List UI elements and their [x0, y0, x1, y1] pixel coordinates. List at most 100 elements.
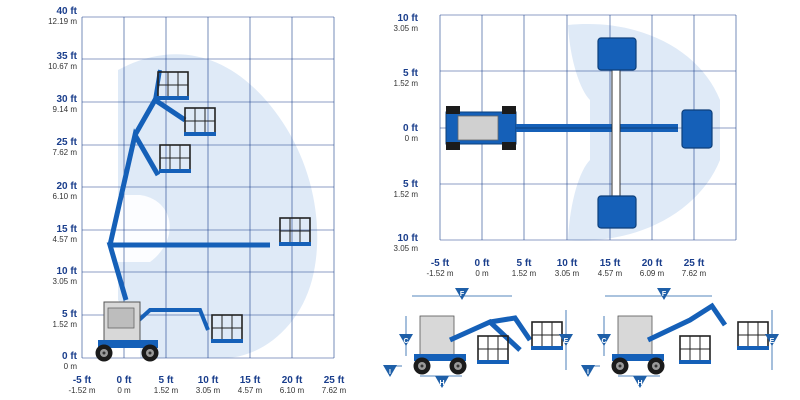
top-x-label-20-ft: 20 ft: [642, 258, 663, 269]
top-boom-vertical: [611, 61, 621, 198]
side-view: 40 ft 12.19 m 35 ft 10.67 m 30 ft 9.14 m…: [48, 6, 346, 395]
side-x-label-20-ft: 20 ft: [282, 375, 303, 386]
side-y-label-40-m: 12.19 m: [48, 17, 77, 26]
side-y-label-30-m: 9.14 m: [53, 105, 78, 114]
side-x-label-neg5-m: -1.52 m: [68, 386, 95, 395]
marker-e-left: E: [564, 338, 569, 345]
marker-h-left-badge: [435, 376, 449, 388]
side-x-label-5-m: 1.52 m: [154, 386, 179, 395]
dimension-diagram-right: F C E I H: [581, 288, 779, 388]
top-x-label-20-m: 6.09 m: [640, 269, 665, 278]
top-x-label-10-m: 3.05 m: [555, 269, 580, 278]
side-x-label-10-m: 3.05 m: [196, 386, 221, 395]
side-y-label-5-ft: 5 ft: [62, 309, 78, 320]
top-y-label-5-m-b: 1.52 m: [394, 190, 419, 199]
side-x-label-neg5-ft: -5 ft: [73, 375, 92, 386]
side-x-label-0-m: 0 m: [117, 386, 131, 395]
marker-f-left: F: [460, 291, 465, 298]
side-y-label-15-m: 4.57 m: [53, 235, 78, 244]
top-y-label-10-ft-a: 10 ft: [397, 13, 418, 24]
top-y-label-5-ft-b: 5 ft: [403, 179, 419, 190]
left-diagram-platform-lowered: [476, 335, 510, 365]
top-x-label-10-ft: 10 ft: [557, 258, 578, 269]
marker-i-left-badge: [383, 365, 397, 377]
side-y-label-20-ft: 20 ft: [56, 181, 77, 192]
top-y-label-10-ft-b: 10 ft: [397, 233, 418, 244]
top-x-label-25-m: 7.62 m: [682, 269, 707, 278]
marker-i-right: I: [587, 369, 589, 376]
marker-h-left: H: [439, 380, 444, 387]
side-y-label-35-ft: 35 ft: [56, 51, 77, 62]
marker-c-right: C: [601, 338, 606, 345]
marker-h-right-badge: [633, 376, 647, 388]
top-x-label-25-ft: 25 ft: [684, 258, 705, 269]
top-y-label-10-m-b: 3.05 m: [394, 244, 419, 253]
side-x-label-10-ft: 10 ft: [198, 375, 219, 386]
marker-i-left: I: [389, 369, 391, 376]
top-y-label-5-ft-a: 5 ft: [403, 68, 419, 79]
side-y-label-0-m: 0 m: [64, 362, 78, 371]
top-x-label-0-m: 0 m: [475, 269, 489, 278]
right-diagram-platform: [736, 321, 770, 351]
top-x-label-neg5-ft: -5 ft: [431, 258, 450, 269]
top-platform-top: [597, 37, 637, 71]
marker-e-right: E: [770, 338, 775, 345]
side-y-label-30-ft: 30 ft: [56, 94, 77, 105]
marker-f-right: F: [662, 291, 667, 298]
marker-f-right-badge: [657, 288, 671, 300]
side-y-label-10-ft: 10 ft: [56, 266, 77, 277]
top-x-label-5-m: 1.52 m: [512, 269, 537, 278]
side-y-label-20-m: 6.10 m: [53, 192, 78, 201]
left-diagram-rear-tire: [413, 357, 431, 375]
top-lift-machine: [445, 37, 713, 229]
top-y-label-5-m-a: 1.52 m: [394, 79, 419, 88]
top-platform-right: [681, 109, 713, 149]
right-diagram-rear-tire: [611, 357, 629, 375]
top-x-label-15-m: 4.57 m: [598, 269, 623, 278]
marker-e-right-badge: [765, 334, 779, 346]
side-y-label-35-m: 10.67 m: [48, 62, 77, 71]
top-x-label-15-ft: 15 ft: [600, 258, 621, 269]
marker-c-left: C: [403, 338, 408, 345]
side-x-label-15-m: 4.57 m: [238, 386, 263, 395]
top-y-label-10-m-a: 3.05 m: [394, 24, 419, 33]
side-front-tire: [141, 344, 159, 362]
marker-c-right-badge: [597, 334, 611, 346]
right-diagram-platform-lowered: [678, 335, 712, 365]
side-x-label-20-m: 6.10 m: [280, 386, 305, 395]
marker-c-left-badge: [399, 334, 413, 346]
side-x-label-15-ft: 15 ft: [240, 375, 261, 386]
left-diagram-platform: [530, 321, 564, 351]
top-x-label-neg5-m: -1.52 m: [426, 269, 453, 278]
top-working-envelope: [568, 24, 720, 241]
side-y-label-25-ft: 25 ft: [56, 137, 77, 148]
marker-h-right: H: [637, 380, 642, 387]
marker-f-left-badge: [455, 288, 469, 300]
marker-i-right-badge: [581, 365, 595, 377]
top-platform-bottom: [597, 195, 637, 229]
top-x-label-5-ft: 5 ft: [517, 258, 533, 269]
side-rear-tire: [95, 344, 113, 362]
marker-e-left-badge: [559, 334, 573, 346]
right-diagram-front-tire: [647, 357, 665, 375]
left-diagram-front-tire: [449, 357, 467, 375]
side-x-label-25-m: 7.62 m: [322, 386, 347, 395]
top-view: 10 ft 3.05 m 5 ft 1.52 m 0 ft 0 m 5 ft 1…: [394, 13, 737, 278]
side-working-envelope: [118, 54, 318, 358]
side-y-label-5-m: 1.52 m: [53, 320, 78, 329]
side-y-label-10-m: 3.05 m: [53, 277, 78, 286]
side-x-label-25-ft: 25 ft: [324, 375, 345, 386]
side-y-label-15-ft: 15 ft: [56, 224, 77, 235]
side-y-label-0-ft: 0 ft: [62, 351, 78, 362]
dimension-diagram-left: F C E I H: [383, 288, 573, 388]
side-lift-machine: [95, 69, 312, 362]
top-y-label-0-m: 0 m: [405, 134, 419, 143]
side-y-label-25-m: 7.62 m: [53, 148, 78, 157]
side-y-label-40-ft: 40 ft: [56, 6, 77, 17]
side-x-label-0-ft: 0 ft: [117, 375, 133, 386]
side-x-label-5-ft: 5 ft: [159, 375, 175, 386]
top-x-label-0-ft: 0 ft: [475, 258, 491, 269]
chassis-base: [98, 340, 158, 348]
top-y-label-0-ft: 0 ft: [403, 123, 419, 134]
